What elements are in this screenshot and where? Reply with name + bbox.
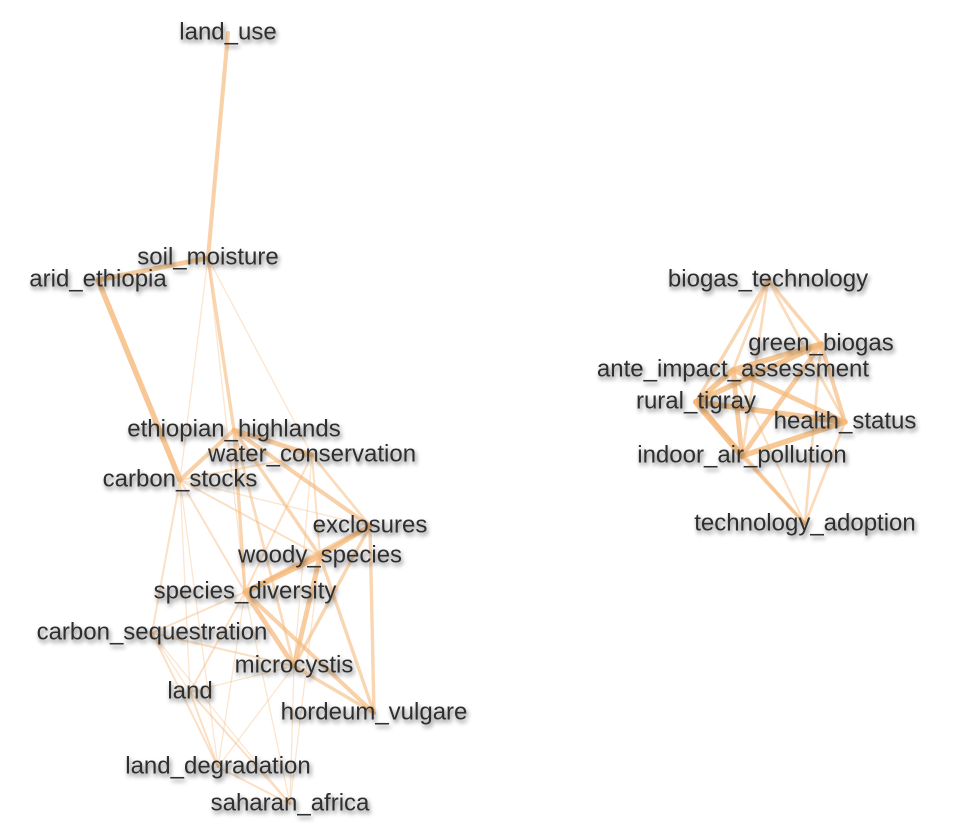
edge-biogas_technology-indoor_air_pollution xyxy=(740,278,770,458)
node-label-microcystis[interactable]: microcystis xyxy=(235,651,354,678)
edge-water_conservation-species_diversity xyxy=(244,454,313,593)
edge-woody_species-species_diversity xyxy=(242,553,323,595)
edge-water_conservation-carbon_stocks xyxy=(179,454,313,481)
edge-carbon_stocks-woody_species xyxy=(179,479,321,557)
edge-biogas_technology-ante_impact_assessment xyxy=(731,278,770,372)
edge-woody_species-microcystis xyxy=(291,553,323,669)
edge-ethiopian_highlands-exclosures xyxy=(231,427,373,529)
edge-ethiopian_highlands-woody_species xyxy=(232,428,322,558)
node-label-woody-species[interactable]: woody_species xyxy=(237,541,402,568)
edge-carbon_sequestration-saharan_africa xyxy=(151,632,291,805)
edge-land_degradation-saharan_africa xyxy=(217,766,291,805)
edge-ethiopian_highlands-species_diversity xyxy=(232,428,247,594)
labels-layer: land_use soil_moisturearid_ethiopiaethiop… xyxy=(29,18,916,816)
edge-soil_moisture-carbon_stocks xyxy=(179,257,209,481)
edge-green_biogas-rural_tigray xyxy=(693,341,824,405)
edge-microcystis-saharan_africa xyxy=(289,665,295,805)
node-label-water-conservation[interactable]: water_conservation xyxy=(207,440,416,467)
edge-soil_moisture-water_conservation xyxy=(207,257,313,456)
edge-biogas_technology-rural_tigray xyxy=(694,278,770,404)
edge-ethiopian_highlands-carbon_stocks xyxy=(177,427,237,483)
edge-carbon_stocks-species_diversity xyxy=(179,479,246,593)
node-label-soil-moisture[interactable]: soil_moisture xyxy=(137,243,278,270)
node-label-land-use[interactable]: land_use xyxy=(179,18,276,45)
node-label-arid-ethiopia[interactable]: arid_ethiopia xyxy=(29,265,167,292)
node-label-ante-impact-assessment[interactable]: ante_impact_assessment xyxy=(597,355,869,382)
edge-ante_impact_assessment-rural_tigray xyxy=(693,367,736,405)
edge-species_diversity-land xyxy=(189,591,246,693)
node-label-species-diversity[interactable]: species_diversity xyxy=(154,577,337,604)
edge-technology_adoption-indoor_air_pollution xyxy=(740,454,807,526)
edge-ante_impact_assessment-health_status xyxy=(730,367,848,425)
node-label-indoor-air-pollution[interactable]: indoor_air_pollution xyxy=(637,441,846,468)
edge-microcystis-hordeum_vulgare xyxy=(292,664,376,715)
edge-carbon_stocks-carbon_sequestration xyxy=(151,479,181,634)
node-label-carbon-stocks[interactable]: carbon_stocks xyxy=(103,465,258,492)
node-label-saharan-africa[interactable]: saharan_africa xyxy=(211,789,370,816)
edge-woody_species-hordeum_vulgare xyxy=(318,554,376,715)
edge-soil_moisture-arid_ethiopia xyxy=(95,255,211,283)
edge-species_diversity-land_degradation xyxy=(217,591,246,768)
node-label-land[interactable]: land xyxy=(167,677,212,704)
node-label-health-status[interactable]: health_status xyxy=(774,407,917,434)
edge-exclosures-hordeum_vulgare xyxy=(368,524,376,715)
edge-technology_adoption-ante_impact_assessment xyxy=(732,369,806,525)
edges-layer xyxy=(95,30,848,805)
edge-microcystis-land_degradation xyxy=(217,665,295,768)
edge-land_use-soil_moisture xyxy=(205,30,231,261)
edge-ethiopian_highlands-water_conservation xyxy=(231,427,315,458)
edge-land-land_degradation xyxy=(189,691,219,768)
edge-green_biogas-health_status xyxy=(818,341,848,425)
edge-carbon_stocks-exclosures xyxy=(179,479,371,527)
edge-health_status-indoor_air_pollution xyxy=(739,419,848,459)
edge-soil_moisture-ethiopian_highlands xyxy=(206,256,236,432)
edge-microcystis-land xyxy=(189,665,295,693)
edge-carbon_stocks-land_degradation xyxy=(179,479,219,768)
edge-technology_adoption-health_status xyxy=(803,420,847,526)
node-label-biogas-technology[interactable]: biogas_technology xyxy=(668,265,868,292)
edge-green_biogas-indoor_air_pollution xyxy=(739,341,824,459)
node-label-rural-tigray[interactable]: rural_tigray xyxy=(636,387,756,414)
edge-species_diversity-hordeum_vulgare xyxy=(242,589,377,716)
edge-technology_adoption-green_biogas xyxy=(803,342,823,526)
edge-carbon_sequestration-land_degradation xyxy=(151,632,219,768)
edge-rural_tigray-health_status xyxy=(693,399,848,425)
node-label-technology-adoption[interactable]: technology_adoption xyxy=(694,509,916,536)
edge-species_diversity-saharan_africa xyxy=(244,591,291,805)
edge-ante_impact_assessment-indoor_air_pollution xyxy=(730,367,745,459)
node-label-carbon-sequestration[interactable]: carbon_sequestration xyxy=(37,618,268,645)
edge-arid_ethiopia-carbon_stocks xyxy=(95,277,183,483)
edge-biogas_technology-green_biogas xyxy=(766,278,823,346)
edge-water_conservation-exclosures xyxy=(310,453,372,528)
edge-species_diversity-carbon_sequestration xyxy=(151,591,246,634)
edge-woody_species-saharan_africa xyxy=(289,555,321,805)
edge-water_conservation-woody_species xyxy=(311,454,321,557)
edge-land-saharan_africa xyxy=(189,691,291,805)
node-label-hordeum-vulgare[interactable]: hordeum_vulgare xyxy=(281,698,468,725)
edge-carbon_sequestration-land xyxy=(151,632,191,693)
node-label-exclosures[interactable]: exclosures xyxy=(313,511,428,538)
node-label-green-biogas[interactable]: green_biogas xyxy=(748,329,893,356)
edge-microcystis-carbon_sequestration xyxy=(151,632,295,667)
node-label-land-degradation[interactable]: land_degradation xyxy=(125,752,311,779)
edge-species_diversity-microcystis xyxy=(242,589,297,669)
node-label-ethiopian-highlands[interactable]: ethiopian_highlands xyxy=(127,415,341,442)
edge-carbon_stocks-land xyxy=(179,479,191,693)
edge-soil_moisture-species_diversity xyxy=(207,257,246,593)
